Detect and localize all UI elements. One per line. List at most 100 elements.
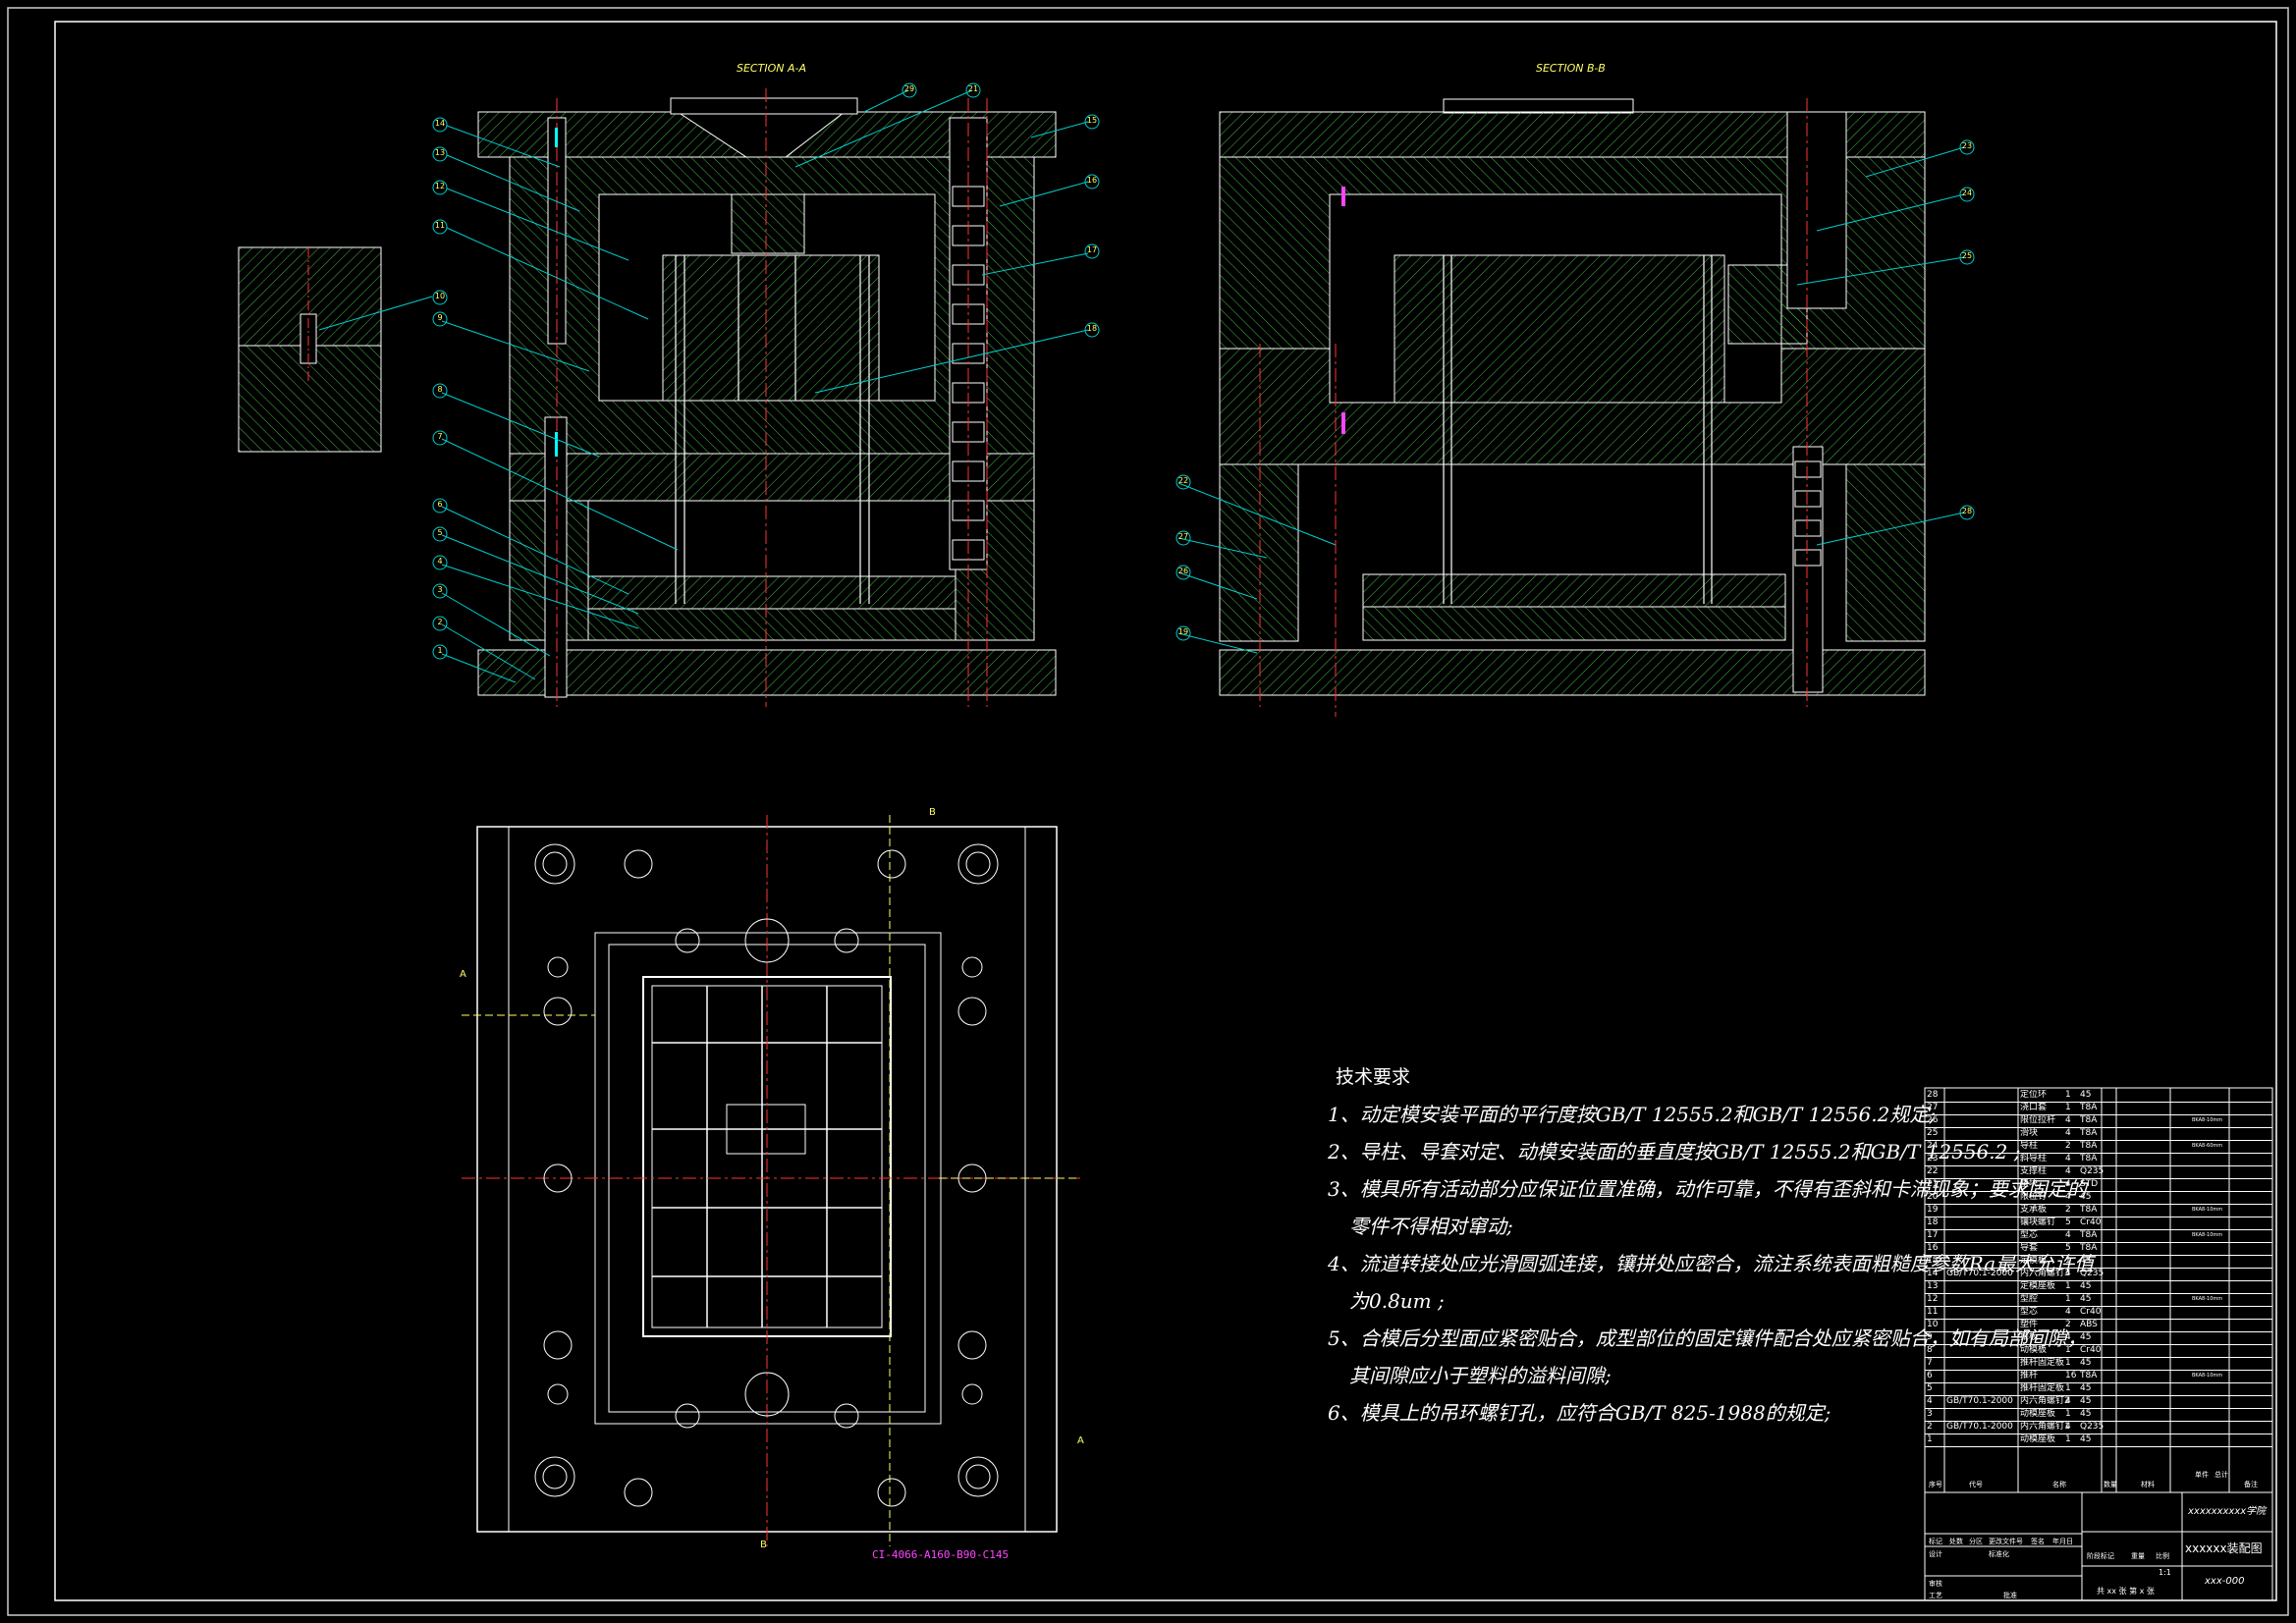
bom-cell-mat: Q235: [2080, 1422, 2105, 1432]
bom-cell-mat: 45: [2080, 1256, 2092, 1266]
bom-cell-mat: T8A: [2080, 1128, 2098, 1138]
bom-cell-no: 24: [1927, 1141, 1939, 1151]
balloon-number: 19: [1177, 627, 1189, 636]
balloon-number: 8: [437, 385, 443, 394]
bom-cell-mat: T8A: [2080, 1243, 2098, 1253]
bom-cell-qty: 4: [2065, 1115, 2071, 1125]
bom-cell-no: 13: [1927, 1281, 1939, 1291]
bom-cell-mat: T8A: [2080, 1141, 2098, 1151]
bom-cell-qty: 4: [2065, 1307, 2071, 1317]
bom-cell-no: 25: [1927, 1128, 1939, 1138]
tb-label-process: 工艺: [1929, 1592, 1942, 1599]
bom-cell-no: 2: [1927, 1422, 1933, 1432]
tech-req-item: 2、导柱、导套对定、动模安装面的垂直度按GB/T 12555.2和GB/T 12…: [1328, 1140, 2021, 1163]
school-name: xxxxxxxxxx学院: [2188, 1506, 2267, 1517]
bom-cell-no: 15: [1927, 1256, 1939, 1266]
detail-view: [238, 246, 382, 453]
bom-cell-name: 定位环: [2020, 1090, 2048, 1100]
bom-cell-mat: STD: [2080, 1179, 2099, 1189]
tb-label-no: 序号: [1929, 1481, 1942, 1488]
bom-row-line: [1925, 1382, 2272, 1383]
bom-row-line: [1925, 1242, 2272, 1243]
bom-cell-mat: 45: [2080, 1281, 2092, 1291]
tb-label-weight: 重量: [2131, 1552, 2145, 1560]
balloon-number: 12: [434, 182, 446, 190]
tb-label-sign: 签名: [2031, 1538, 2045, 1545]
balloon-number: 4: [437, 557, 443, 566]
bom-row-line: [1925, 1268, 2272, 1269]
balloon-number: 14: [434, 119, 446, 128]
tech-req-item: 3、模具所有活动部分应保证位置准确，动作可靠，不得有歪斜和卡滞现象；要求固定的: [1328, 1177, 2087, 1201]
tech-req-item: 4、流道转接处应光滑圆弧连接，镶拼处应密合，流注系统表面粗糙度参数Ra最大允许值: [1328, 1252, 2095, 1275]
bom-row-line: [1925, 1446, 2272, 1447]
bom-cell-mat: T8A: [2080, 1205, 2098, 1215]
bom-cell-mat: Cr40: [2080, 1217, 2102, 1227]
tb-label-check: 审核: [1929, 1580, 1942, 1588]
bom-cell-mat: T8A: [2080, 1103, 2098, 1112]
bom-cell-mat: Cr40: [2080, 1345, 2102, 1355]
bom-cell-name: 定模座板: [2020, 1281, 2056, 1291]
bom-cell-std: GB/T70.1-2000: [1946, 1269, 2013, 1278]
bom-row-line: [1925, 1229, 2272, 1230]
balloon-number: 15: [1086, 116, 1098, 125]
bom-cell-name: 内六角螺钉1: [2020, 1422, 2070, 1432]
balloon-number: 21: [967, 84, 979, 93]
bom-cell-qty: 5: [2065, 1217, 2071, 1227]
cut-label-a-left: A: [460, 969, 466, 980]
bom-cell-name: 限位拉杆: [2020, 1115, 2056, 1125]
bom-cell-no: 1: [1927, 1434, 1933, 1444]
bom-cell-qty: 2: [2065, 1320, 2071, 1329]
balloon-number: 25: [1961, 251, 1973, 260]
bom-cell-no: 12: [1927, 1294, 1939, 1304]
plan-view: [462, 815, 1080, 1546]
bom-cell-qty: 2: [2065, 1205, 2071, 1215]
bom-cell-qty: 4: [2065, 1269, 2071, 1278]
bom-cell-no: 23: [1927, 1154, 1939, 1163]
bom-row-line: [1925, 1153, 2272, 1154]
balloon-number: 27: [1177, 532, 1189, 541]
material-note: CI-4066-A160-B90-C145: [872, 1548, 1010, 1561]
tech-req-item: 零件不得相对窜动;: [1349, 1215, 1513, 1238]
bom-cell-mat: 45: [2080, 1409, 2092, 1419]
bom-cell-name: 动模座板: [2020, 1409, 2056, 1419]
bom-cell-qty: 4: [2065, 1128, 2071, 1138]
bom-cell-qty: 1: [2065, 1358, 2071, 1368]
balloon-number: 10: [434, 292, 446, 300]
bom-cell-name: 定模板: [2020, 1256, 2048, 1266]
balloon-number: 5: [437, 528, 443, 537]
balloon-number: 23: [1961, 141, 1973, 150]
drawing-number: xxx-000: [2205, 1576, 2245, 1587]
tech-req-item: 其间隙应小于塑料的溢料间隙;: [1349, 1364, 1612, 1387]
bom-cell-name: 推杆: [2020, 1371, 2039, 1380]
bom-row-line: [1925, 1344, 2272, 1345]
bom-cell-mat: T8A: [2080, 1230, 2098, 1240]
bom-cell-qty: 4: [2065, 1332, 2071, 1342]
bom-row-line: [1925, 1408, 2272, 1409]
balloon-number: 1: [437, 646, 443, 655]
bom-cell-no: 10: [1927, 1320, 1939, 1329]
bom-cell-note: BKA8-10mm: [2192, 1373, 2223, 1379]
tb-label-name: 名称: [2052, 1481, 2066, 1488]
bom-cell-qty: 1: [2065, 1345, 2071, 1355]
tb-label-mark: 标记: [1929, 1538, 1942, 1545]
bom-cell-mat: 45: [2080, 1192, 2092, 1202]
bom-cell-no: 11: [1927, 1307, 1939, 1317]
balloon-number: 11: [434, 221, 446, 230]
scale: 1:1: [2159, 1568, 2171, 1577]
tb-label-stage: 阶段标记: [2087, 1552, 2114, 1560]
